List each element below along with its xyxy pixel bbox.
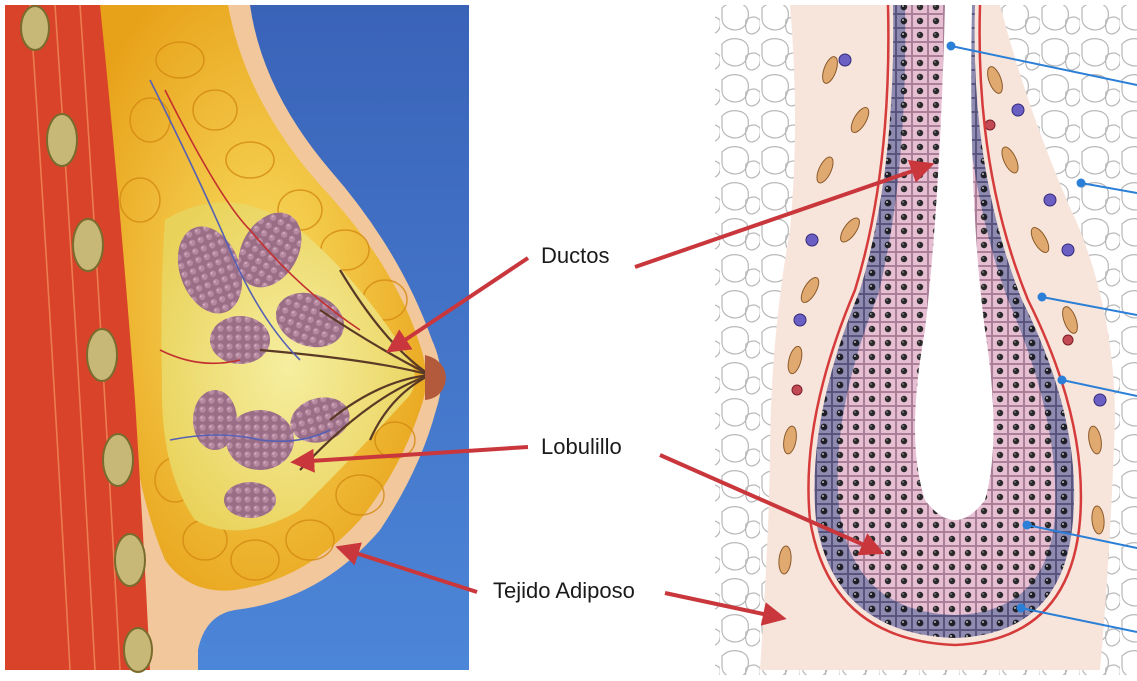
label-tejido-adiposo: Tejido Adiposo: [493, 580, 635, 602]
breast-anatomy-panel: [5, 5, 469, 672]
histology-panel: [715, 5, 1137, 675]
label-lobulillo: Lobulillo: [541, 436, 622, 458]
label-ductos: Ductos: [541, 245, 609, 267]
